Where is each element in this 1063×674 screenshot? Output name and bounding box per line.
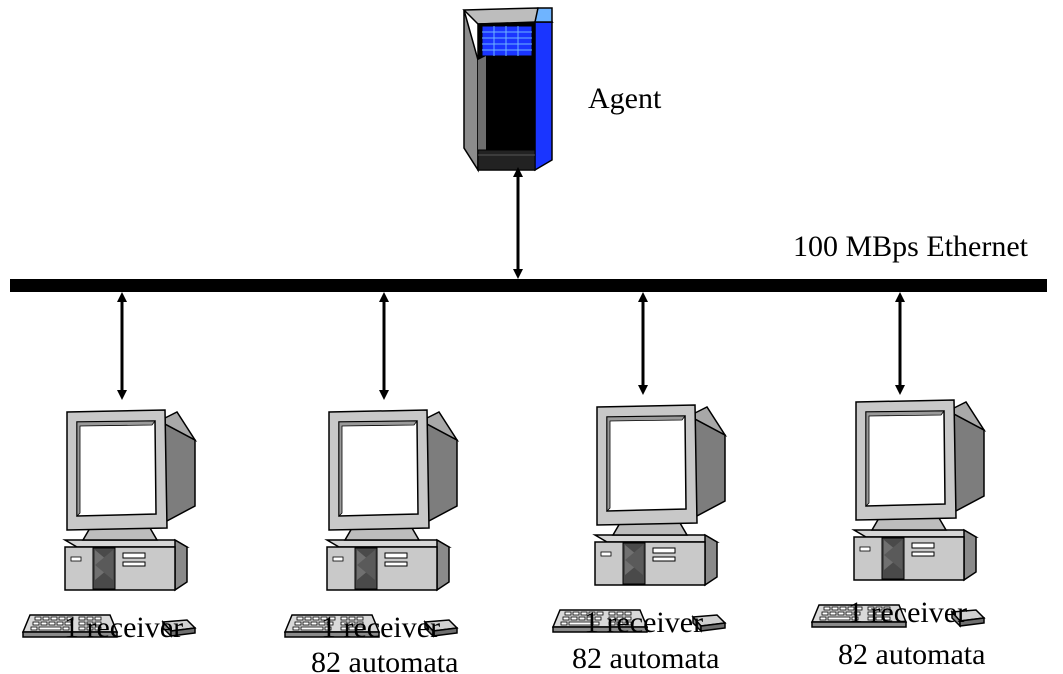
workstation-label-line: 1 receiver	[584, 606, 703, 639]
desktop-computer-icon	[552, 404, 726, 633]
workstation-label: 1 receiver 82 automata	[311, 611, 458, 674]
workstation-label-line: 1 receiver	[64, 611, 183, 644]
workstation-label-line: 82 automata	[838, 638, 985, 671]
desktop-computer-icon	[22, 409, 196, 638]
desktop-computer-icon	[811, 399, 985, 628]
workstation-label: 1 receiver 82 automata	[838, 596, 985, 671]
workstation-label-line: 82 automata	[572, 642, 719, 674]
agent-label: Agent	[588, 82, 662, 115]
workstation-label-line: 1 receiver	[848, 596, 967, 629]
server-tower-icon	[462, 7, 554, 173]
workstation-label: 1 receiver 82 automata	[572, 606, 719, 674]
desktop-computer-icon	[284, 409, 458, 638]
ethernet-bus	[10, 279, 1047, 292]
ethernet-label: 100 MBps Ethernet	[793, 230, 1029, 263]
workstation-label-line: 1 receiver	[321, 611, 440, 644]
workstation-label: 1 receiver	[64, 611, 183, 644]
workstation-label-line: 82 automata	[311, 646, 458, 674]
